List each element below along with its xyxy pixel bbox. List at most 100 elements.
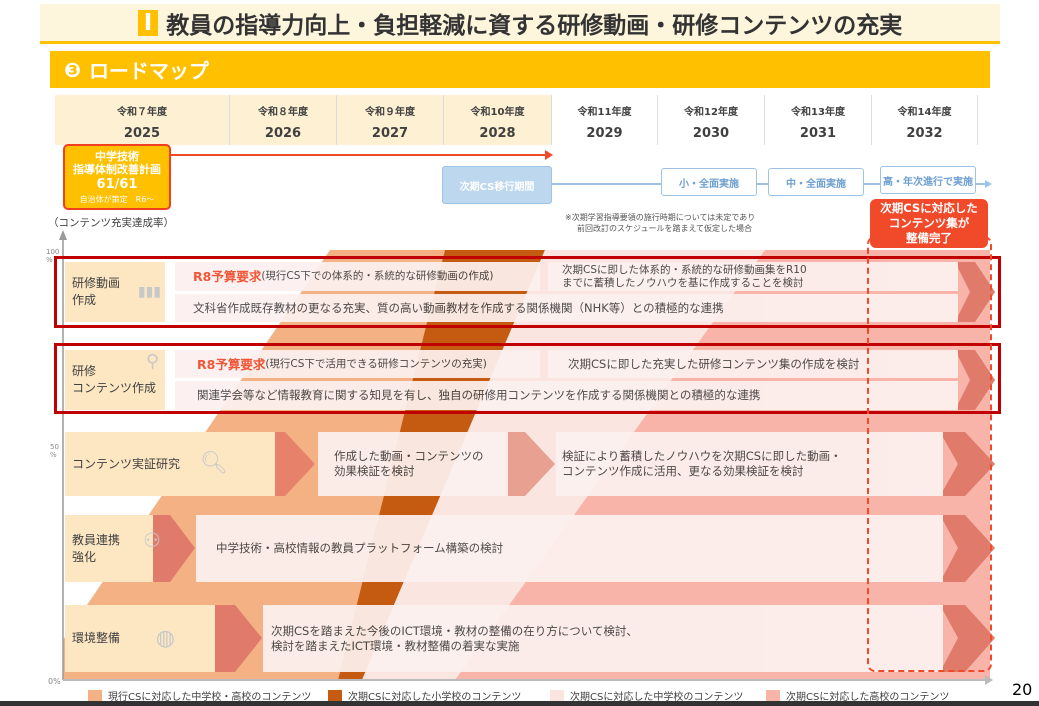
elementary-full-box: 小・全面実施: [661, 168, 757, 196]
wareki-label: 令和14年度: [897, 107, 952, 118]
tick-50: 50%: [50, 443, 59, 459]
cell-line: 次期CSに即した体系的・系統的な研修動画集をR10: [562, 263, 807, 276]
label-line: 教員連携: [72, 532, 121, 547]
callout-line: 整備完了: [906, 231, 952, 245]
label-line: コンテンツ作成: [72, 381, 157, 395]
plan-arrow-head: [545, 150, 553, 160]
note-line: ※次期学習指導要領の施行時期については未定であり: [565, 213, 756, 222]
row-label-teacher-collab: 教員連携強化: [65, 515, 153, 582]
callout-line: コンテンツ集が: [888, 216, 970, 230]
label-line: 環境整備: [72, 631, 121, 645]
budget-desc: (現行CS下での体系的・系統的な研修動画の作成): [261, 270, 494, 282]
year-label: 2025: [123, 126, 161, 141]
section-header: ❸ ロードマップ: [50, 51, 990, 88]
title-text: 教員の指導力向上・負担軽減に資する研修動画・研修コンテンツの充実: [166, 12, 903, 39]
cell-line: 効果検証を検討: [334, 464, 415, 478]
schedule-note: ※次期学習指導要領の施行時期については未定であり前回改訂のスケジュールを踏まえて…: [565, 212, 755, 234]
year-label: 2026: [264, 126, 302, 141]
year-label: 2029: [586, 126, 623, 141]
row3-arrow-2: [505, 432, 555, 496]
plan-note: 自治体が策定 R6～: [79, 195, 155, 204]
wareki-label: 令和11年度: [577, 107, 632, 118]
presenter-icon: ⚲: [145, 351, 159, 372]
wareki-label: 令和12年度: [684, 107, 738, 118]
wareki-label: 令和10年度: [470, 107, 525, 118]
schedule-arrow-head: [985, 180, 992, 188]
chevron-icon: [955, 262, 995, 322]
legend-swatch: [328, 689, 342, 702]
chevron-icon: [940, 432, 995, 496]
row2-collab-cell: 関連学会等など情報教育に関する知見を有し、独自の研修用コンテンツを作成する関係機…: [175, 381, 958, 410]
legend-item: 次期CSに対応した高校のコンテンツ: [766, 688, 949, 703]
label-line: 研修動画: [72, 276, 121, 290]
tick-100: 100%: [46, 248, 59, 264]
chevron-icon: [940, 605, 995, 672]
cell-line: までに蓄積したノウハウを基に作成することを検討: [562, 276, 804, 289]
note-line: 前回改訂のスケジュールを踏まえて仮定した場合: [577, 224, 753, 233]
callout-line: 次期CSに対応した: [880, 201, 978, 215]
row-label-training-video: 研修動画作成▮▮▮: [65, 262, 165, 322]
row1-budget-cell: R8予算要求(現行CS下での体系的・系統的な研修動画の作成): [175, 262, 540, 291]
row1-collab-cell: 文科省作成既存教材の更なる充実、質の高い動画教材を作成する関係機関（NHK等）と…: [175, 294, 958, 322]
wareki-label: 令和９年度: [365, 107, 415, 118]
legend-label: 次期CSに対応した小学校のコンテンツ: [348, 692, 522, 703]
title-number: Ⅰ: [137, 9, 159, 36]
year-label: 2027: [371, 126, 409, 141]
chevron-icon: [940, 515, 995, 582]
page-title: Ⅰ 教員の指導力向上・負担軽減に資する研修動画・研修コンテンツの充実: [40, 4, 1000, 44]
cell-line: 検証により蓄積したノウハウを次期CSに即した動画・: [562, 449, 842, 463]
label-line: 強化: [72, 549, 97, 564]
network-icon: ⚇: [143, 528, 161, 552]
wareki-label: 令和８年度: [258, 107, 308, 118]
row3-arrow-1: [270, 432, 315, 496]
tick-pct: %: [50, 451, 57, 459]
section-number: ❸: [64, 57, 81, 82]
row4-cell: 中学技術・高校情報の教員プラットフォーム構築の検討: [196, 515, 943, 582]
plan-line: 中学技術: [95, 150, 139, 163]
legend-label: 現行CSに対応した中学校・高校のコンテンツ: [108, 692, 312, 703]
legend-item: 現行CSに対応した中学校・高校のコンテンツ: [88, 688, 311, 703]
completion-dashed-frame: [867, 236, 992, 672]
year-column: 令和８年度 2026: [230, 95, 337, 145]
row-label-environment: 環境整備◍: [65, 605, 215, 672]
legend-item: 次期CSに対応した小学校のコンテンツ: [328, 688, 521, 703]
tick-text: 100: [46, 248, 60, 256]
section-title: ロードマップ: [88, 59, 209, 83]
x-axis-arrow: [985, 675, 993, 685]
cell-line: 次期CSを踏まえた今後のICT環境・教材の整備の在り方について検討、: [271, 623, 638, 638]
high-school-box: 高・年次進行で実施: [880, 166, 976, 194]
magnifier-icon: 🔍︎: [200, 451, 228, 476]
year-label: 2032: [906, 126, 943, 141]
year-column: 令和７年度 2025: [55, 95, 230, 145]
year-column: 令和14年度 2032: [872, 95, 978, 145]
legend-swatch: [766, 689, 780, 702]
legend-swatch: [550, 689, 564, 702]
junior-high-full-box: 中・全面実施: [768, 168, 864, 196]
bottom-bar: [0, 701, 1039, 706]
completion-callout: 次期CSに対応したコンテンツ集が整備完了: [870, 199, 988, 248]
budget-request: R8予算要求: [193, 269, 262, 284]
row5-arrow: [215, 605, 262, 672]
row-highlight-frame: [54, 343, 1001, 414]
year-column: 令和９年度 2027: [337, 95, 444, 145]
row5-cell: 次期CSを踏まえた今後のICT環境・教材の整備の在り方について検討、検討を踏まえ…: [263, 605, 943, 672]
plan-line: 指導体制改善計画: [73, 163, 161, 176]
cell-line: 作成した動画・コンテンツの: [334, 449, 484, 463]
year-column: 令和11年度 2029: [552, 95, 658, 145]
books-icon: ▮▮▮: [137, 284, 161, 300]
row2-budget-cell: R8予算要求(現行CS下で活用できる研修コンテンツの充実): [175, 350, 540, 378]
row-label-training-content: 研修コンテンツ作成⚲: [65, 350, 165, 410]
plan-count: 61/61: [96, 177, 138, 192]
legend-label: 次期CSに対応した高校のコンテンツ: [786, 692, 950, 703]
chevron-icon: [955, 350, 995, 410]
y-axis-arrow: [59, 230, 67, 240]
budget-desc: (現行CS下で活用できる研修コンテンツの充実): [265, 357, 487, 370]
row3-cell-2: 検証により蓄積したノウハウを次期CSに即した動画・コンテンツ作成に活用、更なる効…: [556, 432, 943, 496]
legend-item: 次期CSに対応した中学校のコンテンツ: [550, 688, 743, 703]
cell-line: 検討を踏まえたICT環境・教材整備の着実な実施: [271, 638, 520, 653]
wareki-label: 令和７年度: [117, 107, 167, 118]
wareki-label: 令和13年度: [791, 107, 845, 118]
transition-period-box: 次期CS移行期間: [442, 166, 552, 204]
